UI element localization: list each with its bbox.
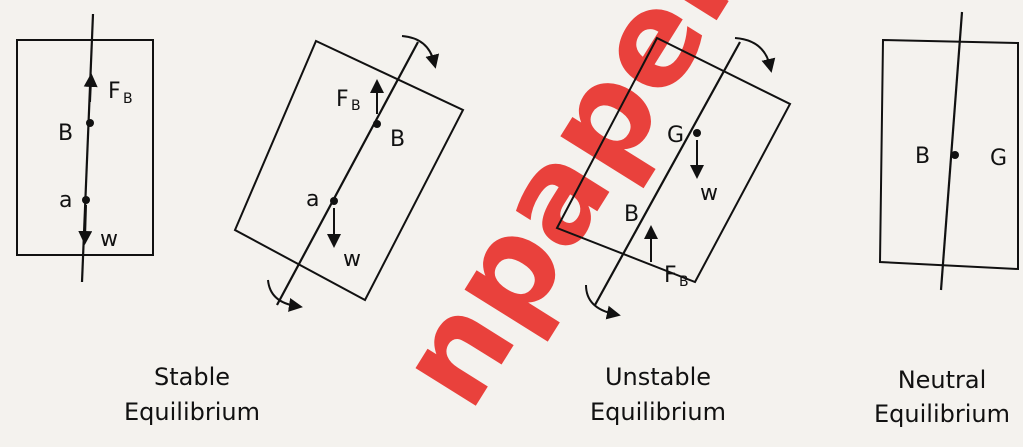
watermark-text: npapers. xyxy=(367,0,838,431)
caption-line2: Equilibrium xyxy=(874,400,1010,428)
body-outline xyxy=(878,38,1019,271)
vertical-axis xyxy=(939,11,964,291)
point-g xyxy=(693,129,701,137)
rotation-arrow-bottom xyxy=(267,279,303,312)
label-fb: F xyxy=(108,79,121,104)
label-fb-sub: B xyxy=(123,91,133,107)
panel-stable: F B B a w Stable Equilibrium xyxy=(16,13,260,426)
body-outline xyxy=(555,36,792,284)
label-g: a xyxy=(306,187,319,212)
label-fb: F xyxy=(664,263,677,288)
label-b: B xyxy=(390,127,405,152)
label-b: B xyxy=(624,202,639,227)
label-g: G xyxy=(667,123,684,148)
label-fb: F xyxy=(336,87,349,112)
label-b: B xyxy=(915,144,930,169)
point-bg xyxy=(951,151,959,159)
label-g: G xyxy=(990,146,1007,171)
caption-line1: Neutral xyxy=(898,366,987,394)
point-g xyxy=(330,197,338,205)
label-w: w xyxy=(700,181,718,206)
rotation-arrow-top xyxy=(401,35,440,69)
point-b xyxy=(373,120,381,128)
caption-line1: Stable xyxy=(154,363,230,391)
caption-line2: Equilibrium xyxy=(590,398,726,426)
buoyancy-arrow xyxy=(83,73,98,103)
watermark: npapers. xyxy=(367,0,838,431)
rotation-arrow-top xyxy=(734,37,776,73)
label-w: w xyxy=(100,227,118,252)
point-g xyxy=(82,196,90,204)
panel-stable-tilted: F B B a w xyxy=(233,35,465,312)
inclined-axis xyxy=(276,41,419,306)
point-b xyxy=(86,119,94,127)
inclined-axis xyxy=(594,41,741,306)
label-w: w xyxy=(343,247,361,272)
panel-unstable: G w B F B Unstable Equilibrium xyxy=(555,36,792,426)
label-fb-sub: B xyxy=(351,98,361,114)
rotation-arrow-bottom xyxy=(585,284,621,320)
label-b: B xyxy=(58,121,73,146)
body-outline xyxy=(16,39,154,256)
label-g: a xyxy=(59,188,72,213)
body-outline xyxy=(233,39,465,302)
label-fb-sub: B xyxy=(679,274,689,290)
panel-neutral: B G Neutral Equilibrium xyxy=(874,11,1019,428)
vertical-axis xyxy=(80,13,95,283)
weight-arrow xyxy=(78,204,93,245)
caption-line1: Unstable xyxy=(605,363,711,391)
caption-line2: Equilibrium xyxy=(124,398,260,426)
